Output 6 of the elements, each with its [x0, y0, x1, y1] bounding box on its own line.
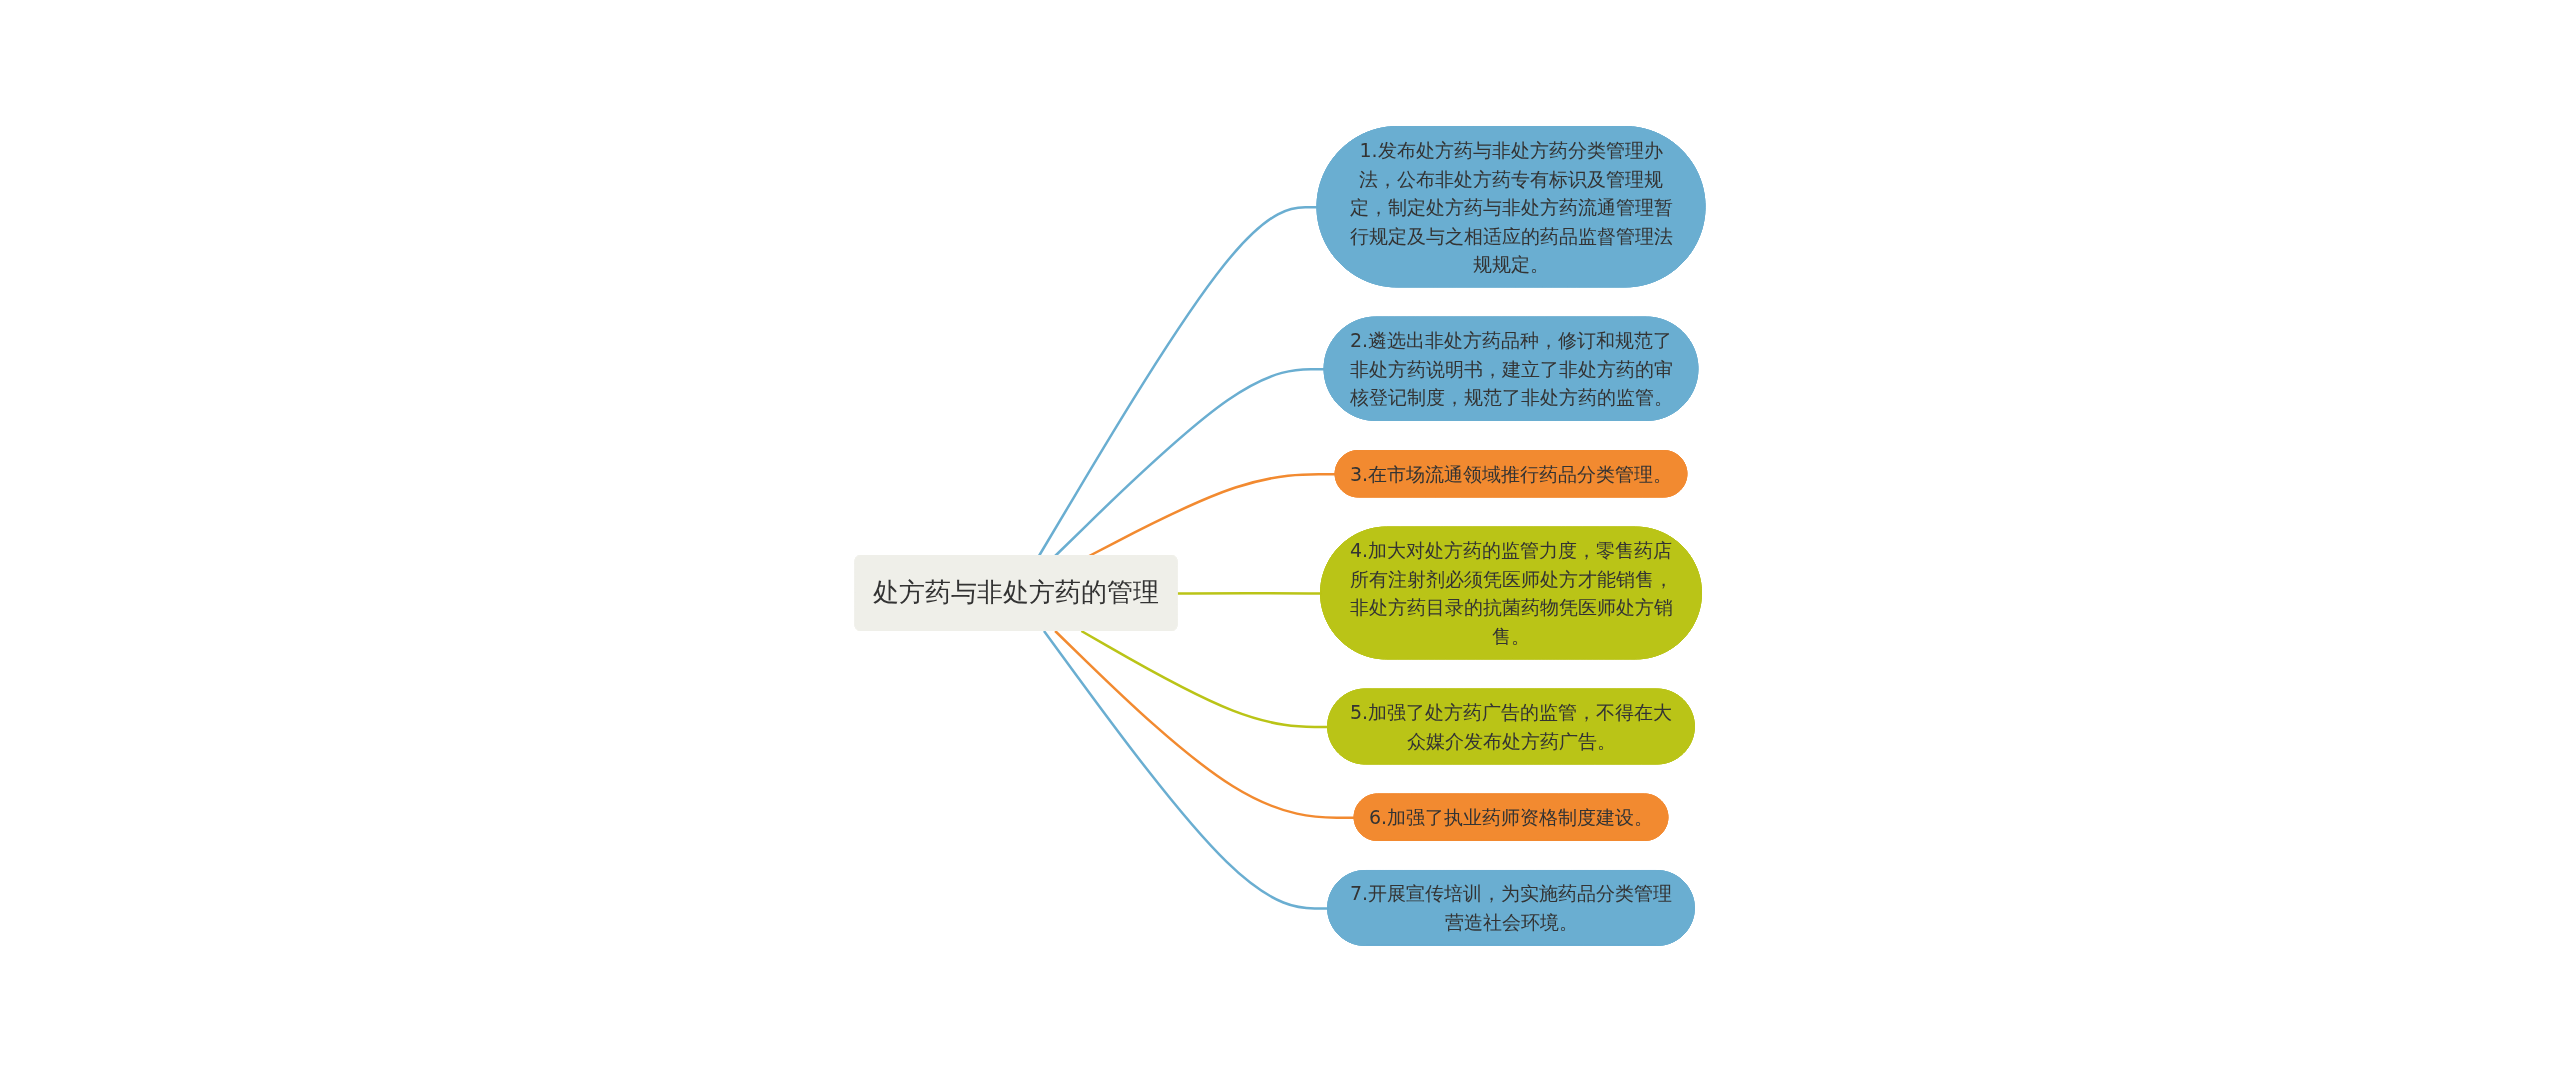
connector [1054, 367, 1325, 557]
connector [1037, 205, 1318, 557]
connector [1042, 630, 1329, 910]
connector [1080, 629, 1329, 729]
connector [1177, 591, 1322, 595]
connector [1054, 630, 1355, 819]
